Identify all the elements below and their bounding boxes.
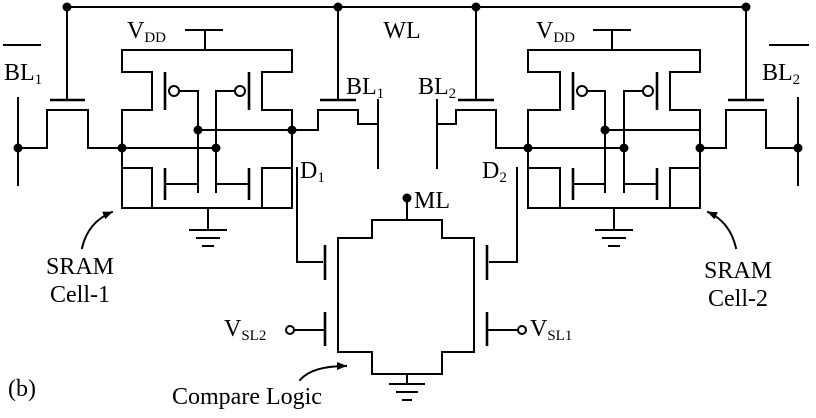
sram1-label-line2: Cell-1 [50,282,110,308]
vdd-left-label: VDD [127,18,166,46]
access-transistor-left-1 [17,6,123,149]
wl-label: WL [383,18,420,44]
callout-arrows [80,210,738,382]
blbar1-label: BL1 [3,44,42,88]
access-transistor-right-2 [699,6,799,149]
word-line [62,2,751,12]
compare-logic [285,167,527,401]
sram2-label-line2: Cell-2 [708,286,768,312]
svg-text:BL2: BL2 [762,60,800,88]
bl1-label: BL1 [346,74,384,102]
svg-text:BL1: BL1 [4,60,42,88]
d2-label: D2 [482,158,507,186]
ml-label: ML [414,188,450,214]
vsl2-label: VSL2 [224,316,266,344]
compare-logic-label: Compare Logic [172,384,322,410]
sram1-label-line1: SRAM [46,254,114,280]
blbar2-label: BL2 [762,44,809,88]
bitline-bar-1 [13,97,23,186]
panel-label: (b) [8,376,36,402]
access-transistor-left-2 [291,6,379,131]
sram-cell-2 [523,29,705,247]
vsl1-label: VSL1 [530,316,572,344]
bitline-bar-2 [793,97,803,186]
vdd-right-label: VDD [536,18,575,46]
d1-label: D1 [300,158,325,186]
bl2-label: BL2 [418,74,456,102]
sram-cell-1 [117,29,297,247]
access-transistor-right-1 [436,6,529,149]
sram2-label-line1: SRAM [704,258,772,284]
